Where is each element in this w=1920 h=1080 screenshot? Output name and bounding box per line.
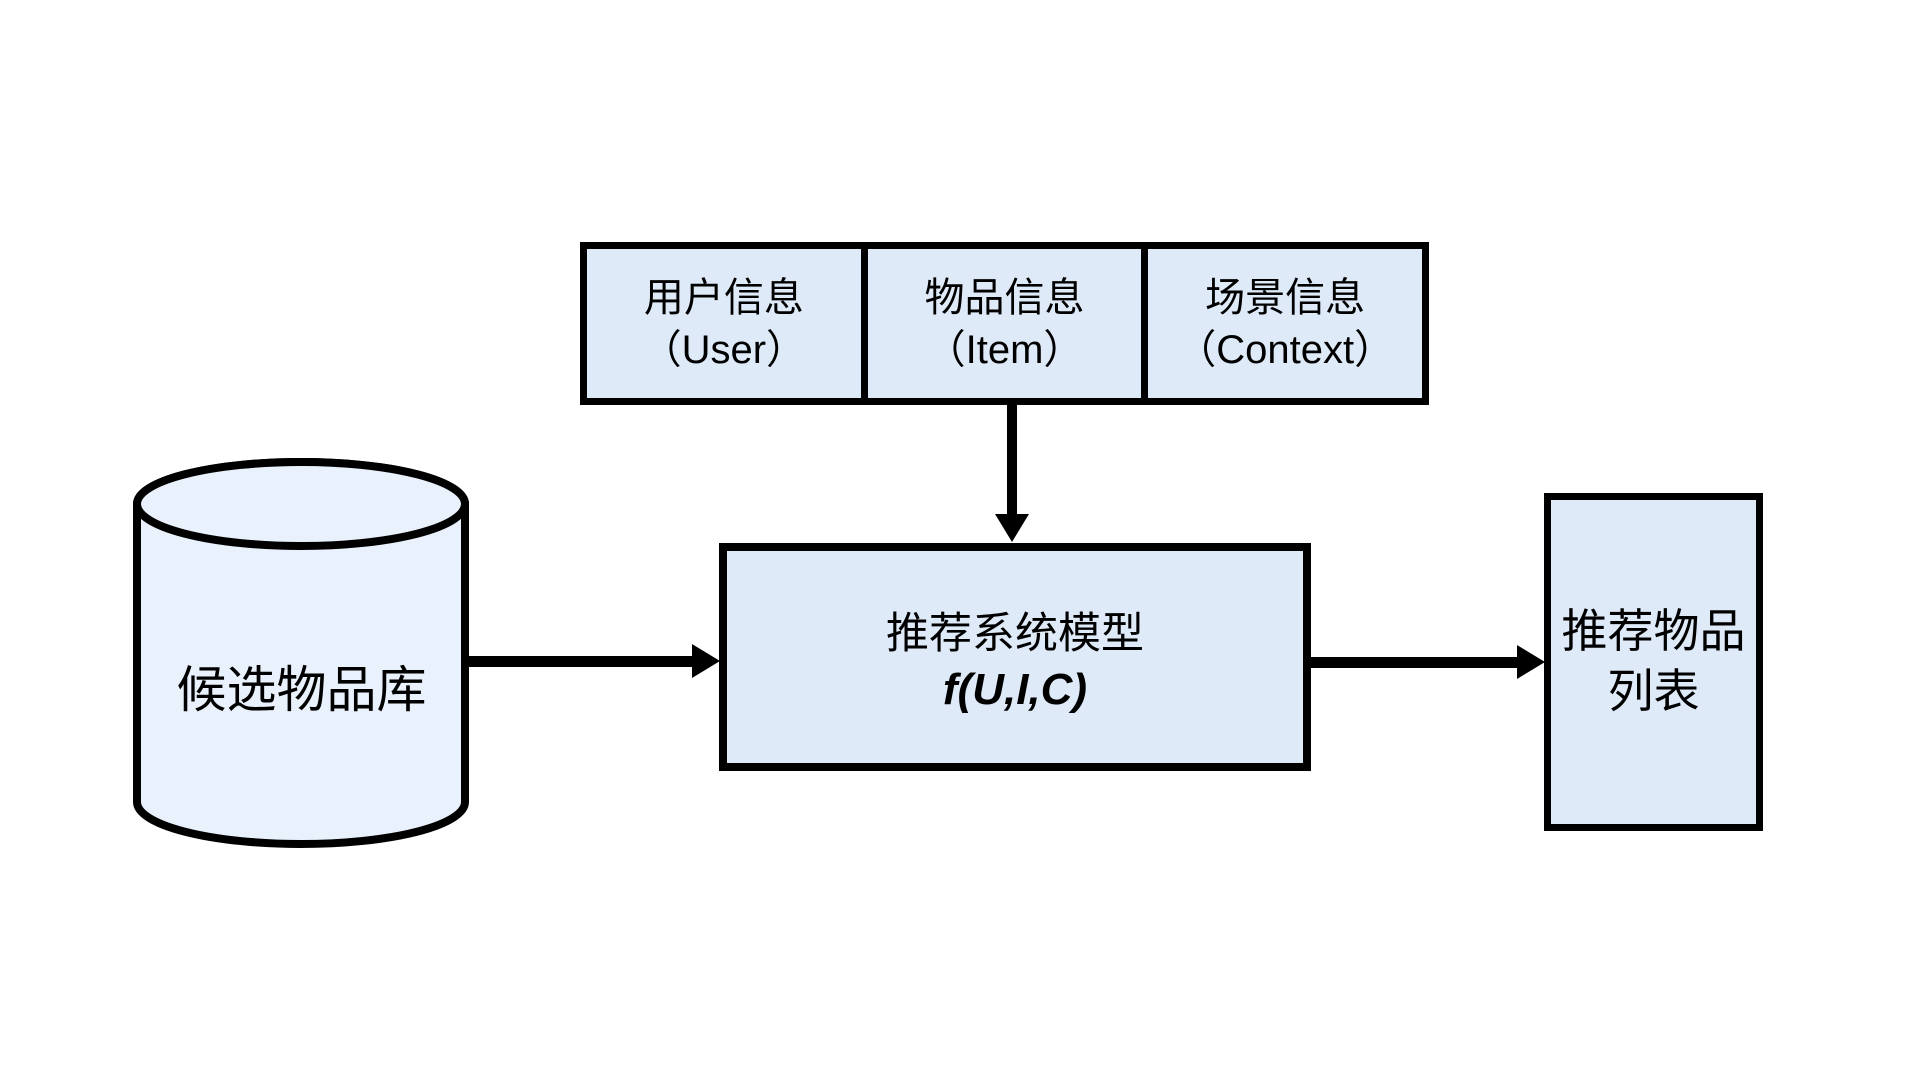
arrow-pool-to-model-head [692,644,720,678]
input-box-item-title: 物品信息 [924,275,1085,320]
output-box: 推荐物品 列表 [1544,493,1763,831]
model-box: 推荐系统模型 f(U,I,C) [719,543,1311,771]
input-box-item-subtitle: （Item） [925,327,1084,372]
arrow-inputs-to-model-shaft [1007,401,1017,515]
input-box-context-title: 场景信息 [1205,275,1366,320]
candidate-pool-label: 候选物品库 [176,662,427,718]
input-box-user-title: 用户信息 [643,275,804,320]
candidate-pool-cylinder: 候选物品库 [129,454,474,854]
arrow-model-to-output-head [1517,645,1545,679]
model-title: 推荐系统模型 [886,610,1144,658]
input-info-row: 用户信息 （User） 物品信息 （Item） 场景信息 （Context） [580,242,1430,405]
input-box-context: 场景信息 （Context） [1141,242,1430,405]
database-cylinder-icon [133,458,469,848]
arrow-model-to-output-shaft [1306,657,1518,668]
arrow-inputs-to-model-head [995,514,1029,542]
arrow-pool-to-model-shaft [462,656,694,667]
input-box-user: 用户信息 （User） [580,242,868,405]
input-box-item: 物品信息 （Item） [860,242,1149,405]
output-label-line2: 列表 [1607,665,1700,717]
input-box-context-subtitle: （Context） [1176,327,1395,372]
model-formula: f(U,I,C) [942,665,1088,714]
output-label-line1: 推荐物品 [1561,605,1746,658]
input-box-user-subtitle: （User） [641,327,807,372]
